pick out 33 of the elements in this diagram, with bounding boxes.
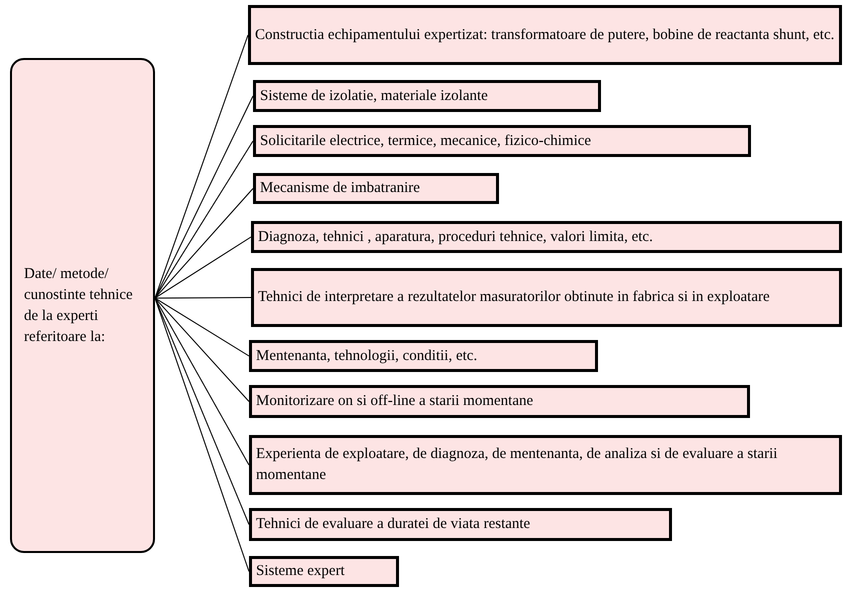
topic-box [253,80,601,112]
connector-line [154,297,252,299]
connector-line [154,298,250,356]
topic-box [251,268,842,327]
connector-line [154,298,250,572]
node-text: Sisteme de izolatie, materiale izolante [260,86,489,106]
connector-line [154,298,250,466]
connector-line [154,298,250,402]
node-text: Experienta de exploatare, de diagnoza, de mentenanta, de analiza si de evaluare a starii momentane [256,445,778,485]
node-text: Tehnici de evaluare a duratei de viata restante [256,515,532,534]
connector-line [154,140,254,299]
node-text: Solicitarile electrice, termice, mecanice, fizico-chimice [260,132,592,150]
topic-box [249,556,399,587]
node-text: Date/ metode/ cunostinte tehnice de la experti referitoare la: [24,264,134,346]
node-text: Sisteme expert [256,562,346,581]
connector-line [154,188,254,299]
node-text: Tehnici de interpretare a rezultatelor masuratorilor obtinute in fabrica si in exploatare [258,288,771,307]
topic-box [253,125,751,157]
node-text: Diagnoza, tehnici , aparatura, proceduri tehnice, valori limita, etc. [258,228,654,246]
topic-box [249,435,842,495]
node-text: Mentenanta, tehnologii, conditii, etc. [256,346,478,366]
topic-box [249,340,598,372]
topic-box [251,221,842,253]
connector-line [154,34,248,299]
rounded-box [10,58,155,553]
node-text: Mecanisme de imbatranire [260,179,421,198]
topic-box [249,508,672,541]
node-text: Constructia echipamentului expertizat: transformatoare de putere, bobine de reactanta shunt, etc. [255,26,835,44]
connector-line [154,236,252,299]
topic-box [249,385,750,418]
topic-box [248,5,842,65]
node-text: Monitorizare on si off-line a starii momentane [256,392,534,411]
topic-box [253,173,499,204]
